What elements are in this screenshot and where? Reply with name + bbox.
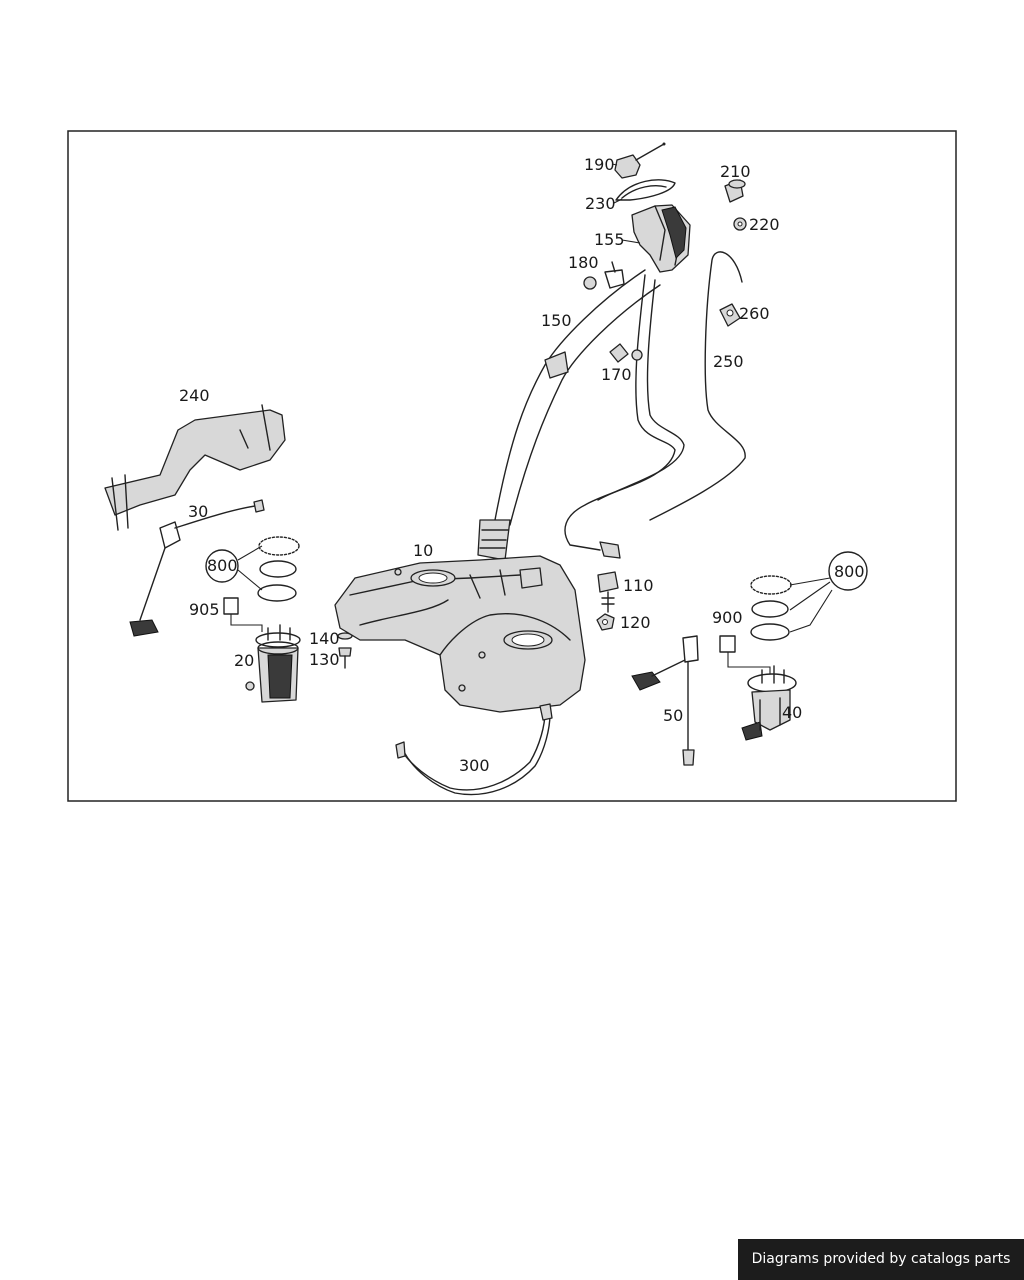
- label-300: 300: [459, 756, 490, 775]
- part-300-tank-strap[interactable]: [395, 703, 553, 796]
- part-10-fuel-tank[interactable]: [334, 555, 586, 713]
- label-155: 155: [594, 230, 625, 249]
- label-240: 240: [179, 386, 210, 405]
- callout-labels: 190 230 210 220 155 180 150 260 170 250 …: [179, 155, 865, 775]
- label-220: 220: [749, 215, 780, 234]
- label-170: 170: [601, 365, 632, 384]
- diagram-frame: [67, 130, 957, 802]
- label-260: 260: [739, 304, 770, 323]
- label-190: 190: [584, 155, 615, 174]
- part-905-sensor[interactable]: [223, 597, 263, 632]
- part-30-sender[interactable]: [129, 499, 265, 637]
- part-210-grommet[interactable]: [724, 179, 746, 203]
- label-10: 10: [413, 541, 433, 560]
- label-900: 900: [712, 608, 743, 627]
- breather-lines[interactable]: [564, 274, 685, 559]
- label-150: 150: [541, 311, 572, 330]
- label-250: 250: [713, 352, 744, 371]
- label-40: 40: [782, 703, 802, 722]
- part-260-clamp[interactable]: [719, 303, 741, 327]
- part-220-nut[interactable]: [733, 217, 747, 231]
- label-800-right: 800: [834, 562, 865, 581]
- part-155-filler-housing[interactable]: [631, 204, 691, 273]
- label-20: 20: [234, 651, 254, 670]
- part-40-fuel-pump-right[interactable]: [741, 665, 797, 741]
- part-800-right-ring-set[interactable]: [750, 551, 868, 641]
- credit-banner: Diagrams provided by catalogs parts: [738, 1239, 1024, 1280]
- part-190-fuel-cap[interactable]: [614, 142, 666, 179]
- part-230-gasket[interactable]: [615, 179, 676, 201]
- part-170-clip[interactable]: [609, 343, 629, 363]
- part-800-left-ring-set[interactable]: [205, 536, 300, 602]
- part-140-washer[interactable]: [337, 632, 353, 640]
- label-210: 210: [720, 162, 751, 181]
- part-120-nut[interactable]: [596, 613, 615, 631]
- part-130-bolt[interactable]: [338, 647, 352, 669]
- label-130: 130: [309, 650, 340, 669]
- label-800-left: 800: [207, 556, 238, 575]
- label-120: 120: [620, 613, 651, 632]
- part-240-heat-shield[interactable]: [104, 404, 286, 531]
- part-150-filler-tube[interactable]: [477, 269, 661, 561]
- part-110-sensor[interactable]: [597, 571, 619, 613]
- label-905: 905: [189, 600, 220, 619]
- label-50: 50: [663, 706, 683, 725]
- part-250-vent-line[interactable]: [649, 251, 746, 521]
- label-110: 110: [623, 576, 654, 595]
- label-140: 140: [309, 629, 340, 648]
- label-30: 30: [188, 502, 208, 521]
- part-900-sensor[interactable]: [719, 635, 771, 674]
- part-20-fuel-pump-left[interactable]: [245, 624, 301, 703]
- label-180: 180: [568, 253, 599, 272]
- part-50-level-sender[interactable]: [631, 635, 699, 766]
- part-180-bracket[interactable]: [583, 261, 625, 290]
- label-230: 230: [585, 194, 616, 213]
